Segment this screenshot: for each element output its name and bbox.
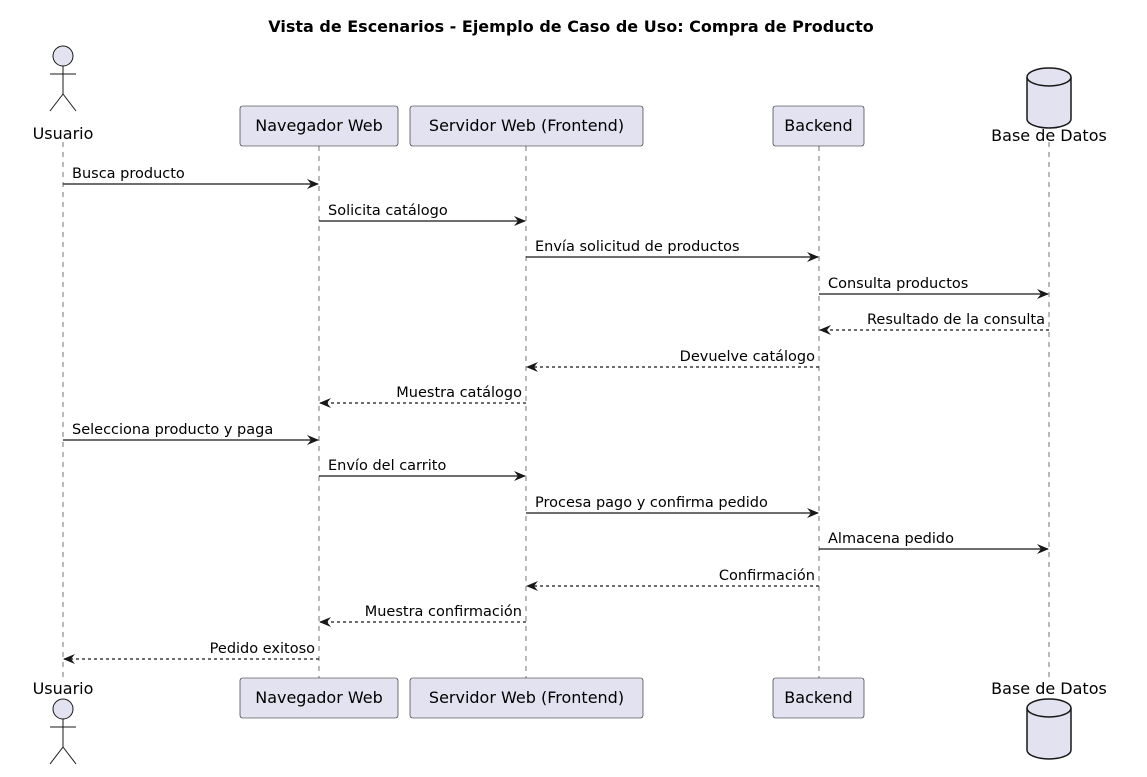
database-cylinder-rim — [1026, 707, 1072, 718]
participant-label: Navegador Web — [255, 116, 383, 135]
participant-label: Backend — [784, 688, 852, 707]
database-cylinder-rim — [1026, 76, 1072, 87]
message-label: Solicita catálogo — [328, 203, 448, 219]
participant-box — [239, 105, 399, 147]
message: Envía solicitud de productos — [526, 239, 819, 262]
participants-top: Usuario Navegador Web Servidor Web (Fronte… — [33, 45, 1107, 147]
message: Pedido exitoso — [63, 641, 319, 664]
actor-leg-left — [49, 93, 64, 112]
lifelines — [62, 142, 1050, 678]
message-label: Busca producto — [72, 166, 185, 182]
message-label: Selecciona producto y paga — [72, 422, 273, 438]
message-label: Devuelve catálogo — [680, 349, 815, 365]
database-top: Base de Datos — [991, 67, 1107, 145]
actor-leg-right — [62, 93, 77, 112]
participant-servidor-bottom: Servidor Web (Frontend) — [409, 677, 644, 719]
actor-head — [52, 45, 74, 67]
message-label: Muestra catálogo — [396, 385, 522, 401]
participant-backend-bottom: Backend — [772, 677, 865, 719]
actor-usuario-top: Usuario — [33, 45, 94, 143]
message: Busca producto — [63, 166, 319, 189]
participant-navegador-bottom: Navegador Web — [239, 677, 399, 719]
message: Solicita catálogo — [319, 203, 526, 226]
message: Muestra confirmación — [319, 604, 526, 627]
actor-leg-left — [49, 746, 64, 765]
message-label: Consulta productos — [828, 276, 968, 292]
message: Almacena pedido — [819, 531, 1049, 554]
message-label: Almacena pedido — [828, 531, 954, 547]
message-label: Resultado de la consulta — [867, 312, 1045, 328]
participant-label: Usuario — [33, 679, 94, 698]
participant-label: Base de Datos — [991, 679, 1107, 698]
participant-label: Servidor Web (Frontend) — [429, 116, 624, 135]
participant-label: Backend — [784, 116, 852, 135]
participant-label: Servidor Web (Frontend) — [429, 688, 624, 707]
message: Confirmación — [526, 568, 819, 591]
participant-label: Base de Datos — [991, 126, 1107, 145]
message: Resultado de la consulta — [819, 312, 1049, 335]
participant-box — [409, 105, 644, 147]
message-label: Muestra confirmación — [365, 604, 522, 620]
message-label: Envío del carrito — [328, 458, 446, 474]
message: Devuelve catálogo — [526, 349, 819, 372]
message: Selecciona producto y paga — [63, 422, 319, 445]
message-label: Procesa pago y confirma pedido — [535, 495, 768, 511]
participant-box — [409, 677, 644, 719]
participant-servidor-top: Servidor Web (Frontend) — [409, 105, 644, 147]
diagram-title: Vista de Escenarios - Ejemplo de Caso de… — [268, 17, 874, 36]
message-label: Pedido exitoso — [210, 641, 315, 657]
message-label: Envía solicitud de productos — [535, 239, 740, 255]
message: Consulta productos — [819, 276, 1049, 299]
participant-box — [772, 677, 865, 719]
participant-box — [239, 677, 399, 719]
participant-label: Navegador Web — [255, 688, 383, 707]
message: Procesa pago y confirma pedido — [526, 495, 819, 518]
actor-usuario-bottom: Usuario — [33, 679, 94, 765]
message-label: Confirmación — [719, 568, 815, 584]
actor-leg-right — [62, 746, 77, 765]
message: Envío del carrito — [319, 458, 526, 481]
actor-head — [52, 698, 74, 720]
participant-navegador-top: Navegador Web — [239, 105, 399, 147]
participant-label: Usuario — [33, 124, 94, 143]
participant-box — [772, 105, 865, 147]
participants-bottom: Usuario Navegador Web Servidor Web (Fronte… — [33, 677, 1107, 765]
database-bottom: Base de Datos — [991, 679, 1107, 760]
participant-backend-top: Backend — [772, 105, 865, 147]
message: Muestra catálogo — [319, 385, 526, 408]
